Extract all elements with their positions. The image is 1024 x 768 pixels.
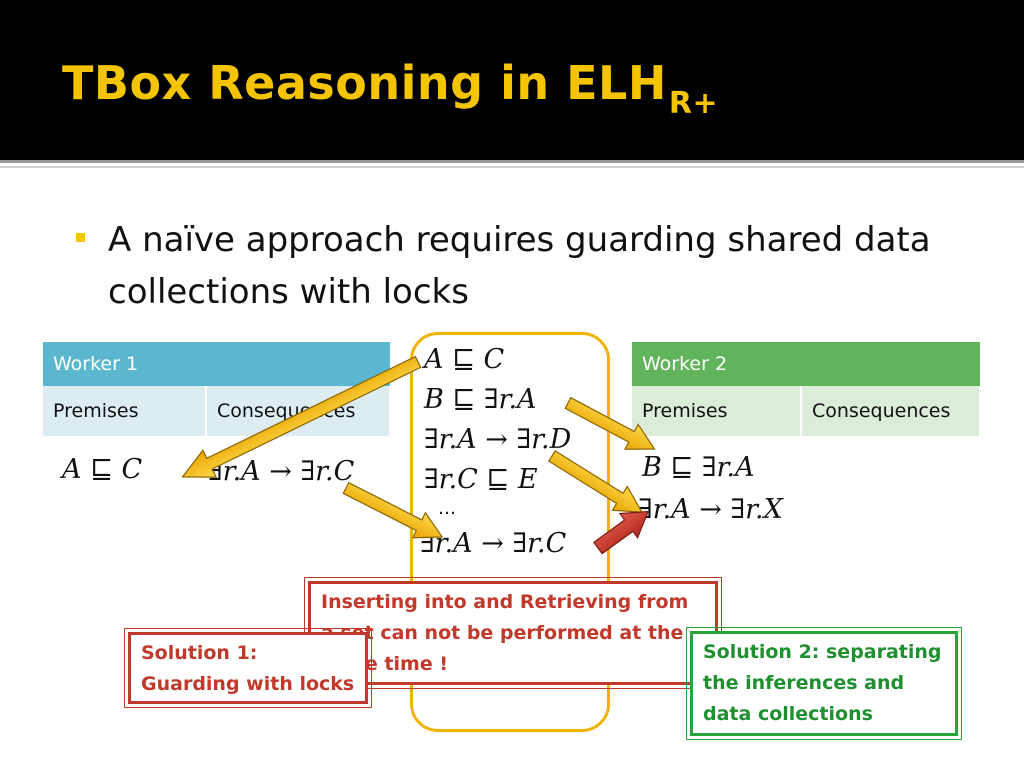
worker2-premises-header: Premises [632,386,802,436]
solution1-line1: Solution 1: [141,642,258,664]
title-text: TBox Reasoning in ELH [62,56,667,110]
worker1-consequence: ∃r.A → ∃r.C [208,456,355,487]
worker1-table: Worker 1 Premises Consequences [43,342,391,436]
worker2-table: Worker 2 Premises Consequences [632,342,981,436]
bullet-square-icon [76,233,85,242]
header-rule-thin [0,166,1024,168]
solution1-line2: Guarding with locks [141,673,355,695]
bullet-text: A naïve approach requires guarding share… [108,220,931,312]
shared-item-5: ∃r.A → ∃r.C [420,528,567,559]
shared-item-2: B ⊑ ∃r.A [424,384,537,415]
center-warning-callout: Inserting into and Retrieving from a set… [304,577,722,689]
slide-title: TBox Reasoning in ELHR+ [62,56,718,121]
shared-item-4: ∃r.C ⊑ E [424,464,538,495]
worker2-consequences-header: Consequences [801,386,981,436]
shared-item-1: A ⊑ C [424,344,505,375]
worker1-premise: A ⊑ C [62,454,143,485]
worker2-title: Worker 2 [632,342,980,386]
header-rule [0,160,1024,163]
shared-ellipsis: … [438,498,456,519]
worker1-title: Worker 1 [43,342,390,386]
solution1-callout: Solution 1: Guarding with locks [124,628,372,708]
shared-item-3: ∃r.A → ∃r.D [424,424,572,455]
solution2-callout: Solution 2: separating the inferences an… [686,627,962,740]
slide-header: TBox Reasoning in ELHR+ [0,0,1024,160]
title-subscript: R+ [668,86,719,121]
worker1-consequences-header: Consequences [206,386,391,436]
worker2-premise-1: B ⊑ ∃r.A [642,452,755,483]
worker2-premise-2: ∃r.A → ∃r.X [638,494,783,525]
worker1-premises-header: Premises [43,386,207,436]
